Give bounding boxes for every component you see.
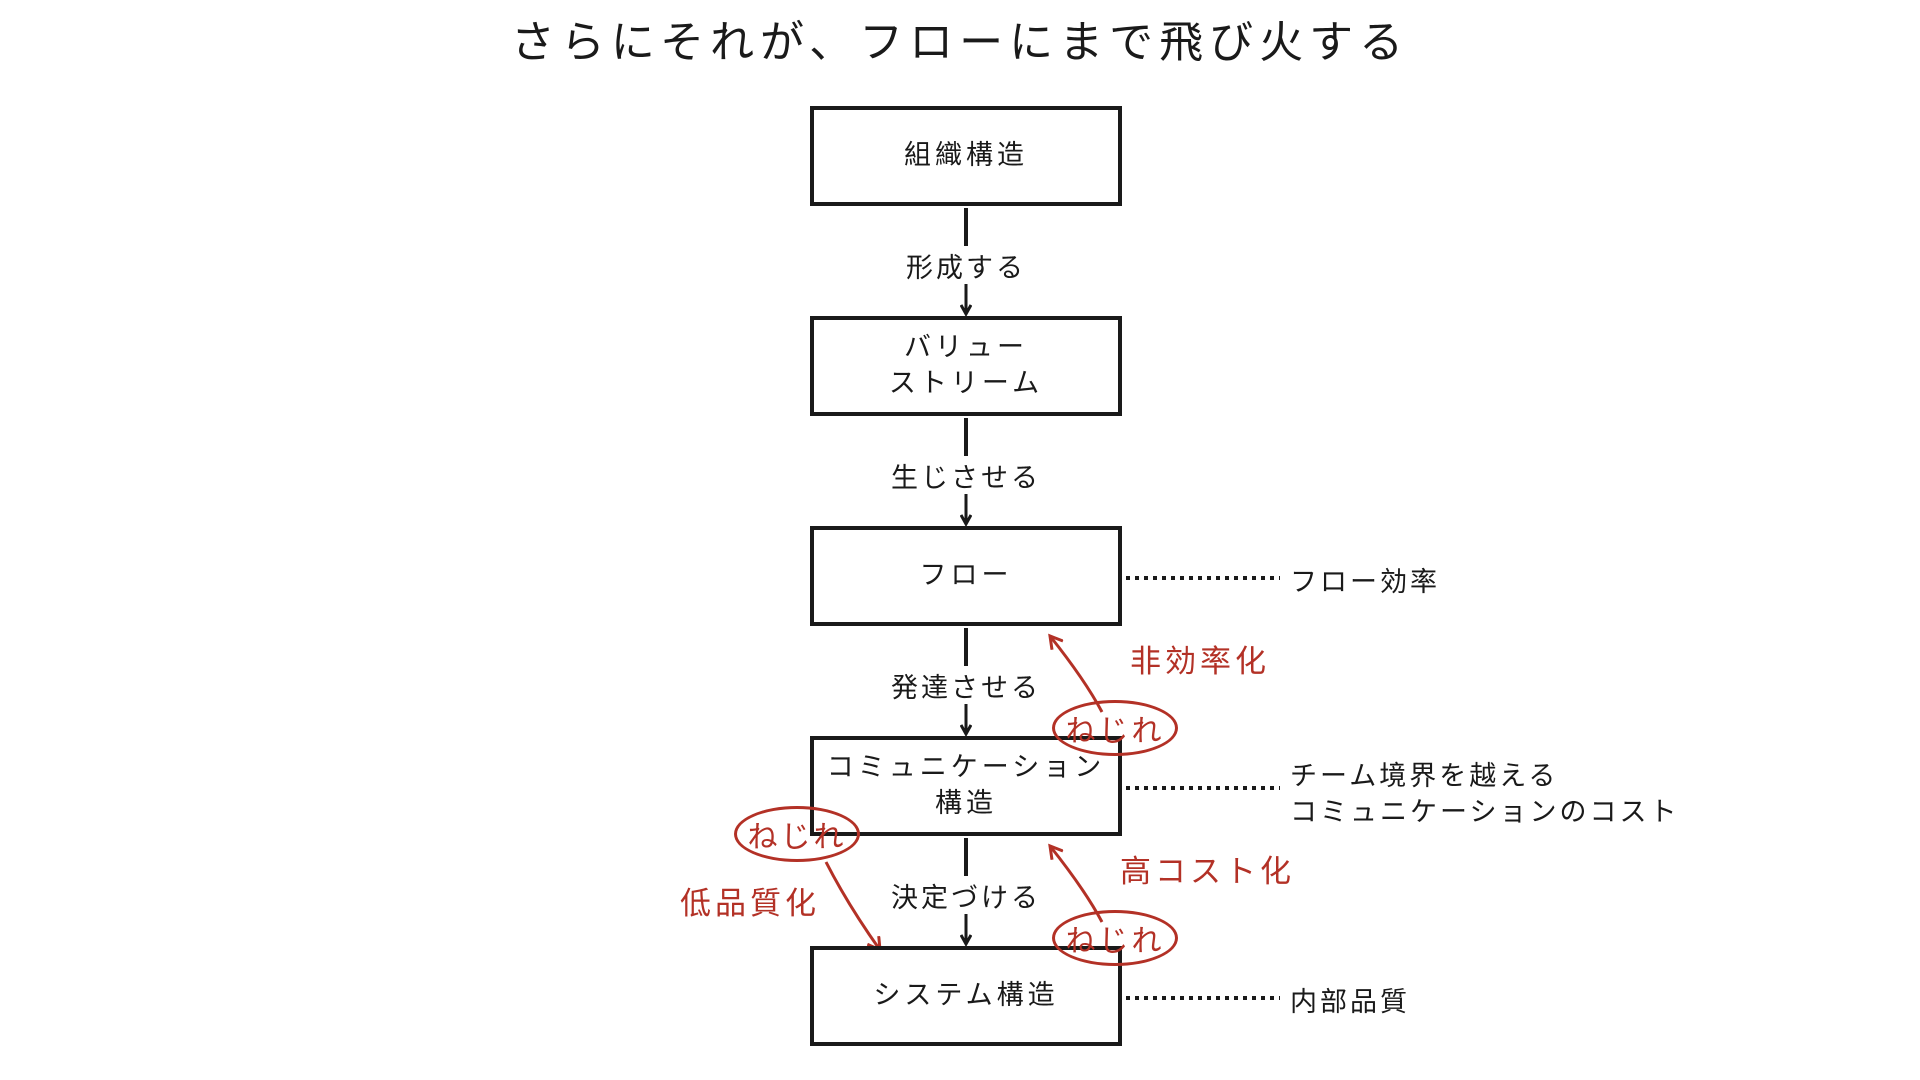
edge-label-creates: 生じさせる (891, 463, 1041, 494)
box-system-structure: システム構造 (810, 946, 1122, 1046)
effect-high-cost: 高コスト化 (1120, 854, 1295, 890)
box-org-structure: 組織構造 (810, 106, 1122, 206)
twist-badge-lower-label: ねじれ (1065, 924, 1165, 959)
twist-badge-lower: ねじれ (1052, 910, 1178, 966)
edge-label-determines: 決定づける (891, 883, 1041, 914)
note-internal-quality: 内部品質 (1290, 987, 1410, 1018)
effect-low-quality: 低品質化 (680, 886, 820, 922)
box-value-stream-line2: ストリーム (888, 368, 1044, 399)
note-comm-line2: コミュニケーションのコスト (1290, 797, 1680, 828)
edge-label-develops: 発達させる (891, 673, 1041, 704)
box-communication-line1: コミュニケーション (826, 752, 1106, 783)
box-communication-line2: 構造 (935, 788, 997, 819)
box-communication-structure: コミュニケーション 構造 (810, 736, 1122, 836)
twist-badge-upper: ねじれ (1052, 700, 1178, 756)
red-arrow-left (824, 861, 880, 950)
page-title: さらにそれが、フローにまで飛び火する (510, 17, 1410, 68)
twist-badge-left: ねじれ (734, 806, 860, 862)
twist-badge-left-label: ねじれ (747, 820, 847, 855)
box-flow: フロー (810, 526, 1122, 626)
box-value-stream: バリュー ストリーム (810, 316, 1122, 416)
effect-inefficiency: 非効率化 (1130, 644, 1270, 680)
twist-badge-upper-label: ねじれ (1065, 714, 1165, 749)
box-value-stream-line1: バリュー (904, 332, 1028, 363)
box-flow-label: フロー (919, 560, 1013, 591)
box-system-structure-label: システム構造 (873, 980, 1059, 1011)
edge-label-forms: 形成する (906, 253, 1026, 284)
note-comm-line1: チーム境界を越える (1290, 761, 1559, 792)
box-org-structure-label: 組織構造 (904, 140, 1028, 171)
note-flow-efficiency: フロー効率 (1290, 567, 1440, 598)
